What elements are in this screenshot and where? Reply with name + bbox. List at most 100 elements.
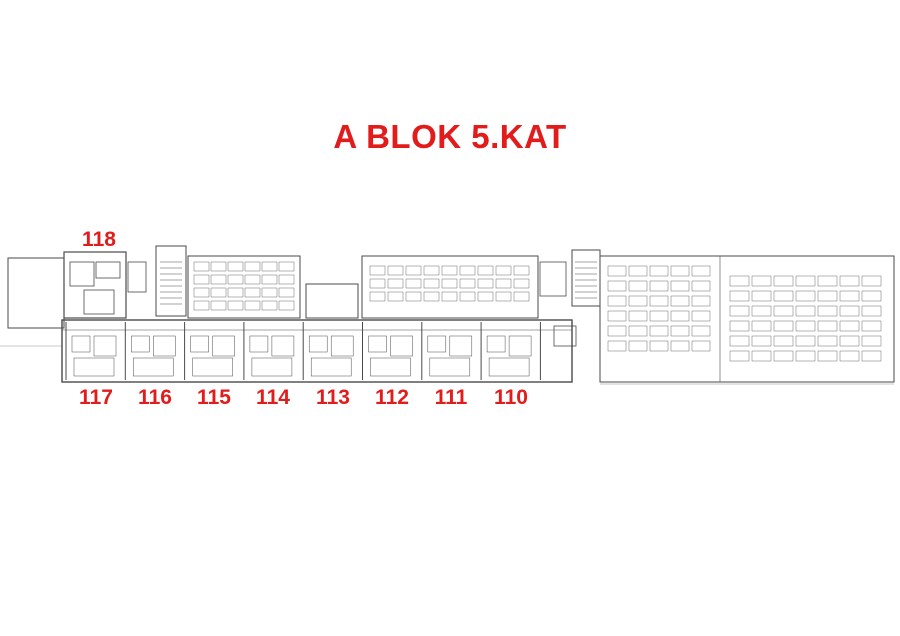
- solar-panel: [649, 295, 669, 307]
- solar-panel: [773, 290, 794, 302]
- unit-label-111[interactable]: 111: [434, 386, 468, 409]
- unit-label-117[interactable]: 117: [79, 386, 113, 409]
- apartment-room: [190, 335, 209, 353]
- solar-panel: [751, 335, 772, 347]
- unit-label-118[interactable]: 118: [82, 228, 116, 251]
- solar-panel: [423, 278, 440, 289]
- solar-panel: [405, 291, 422, 302]
- solar-panel: [193, 274, 210, 285]
- solar-panel: [839, 290, 860, 302]
- roof-area: [599, 255, 895, 383]
- solar-panel: [628, 265, 648, 277]
- solar-panel: [628, 340, 648, 352]
- apartment-balcony: [370, 357, 411, 377]
- apartment-room: [330, 335, 354, 357]
- unit-label-114[interactable]: 114: [256, 386, 290, 409]
- service-room: [553, 325, 577, 347]
- solar-panel: [210, 274, 227, 285]
- solar-panel: [817, 320, 838, 332]
- solar-panel: [441, 265, 458, 276]
- apartment-room: [131, 335, 150, 353]
- solar-panel: [387, 265, 404, 276]
- solar-panel: [751, 290, 772, 302]
- stair-core: [571, 249, 601, 307]
- service-room: [539, 261, 567, 297]
- solar-panel: [495, 278, 512, 289]
- solar-panel: [607, 265, 627, 277]
- solar-panel: [861, 335, 882, 347]
- solar-panel: [210, 261, 227, 272]
- apartment-balcony: [192, 357, 233, 377]
- solar-panel: [773, 320, 794, 332]
- unit-label-112[interactable]: 112: [375, 386, 409, 409]
- solar-panel: [649, 340, 669, 352]
- roof-terrace: [361, 255, 539, 319]
- solar-panel: [459, 265, 476, 276]
- solar-panel: [729, 305, 750, 317]
- apartments-strip: [61, 319, 573, 383]
- solar-panel: [817, 275, 838, 287]
- solar-panel: [795, 275, 816, 287]
- solar-panel: [495, 291, 512, 302]
- solar-panel: [839, 320, 860, 332]
- solar-panel: [477, 291, 494, 302]
- unit-label-110[interactable]: 110: [494, 386, 528, 409]
- solar-panel: [861, 305, 882, 317]
- solar-panel: [193, 287, 210, 298]
- apartment-balcony: [251, 357, 293, 377]
- roof-terrace: [187, 255, 301, 319]
- unit-118-room: [69, 261, 95, 287]
- solar-panel: [773, 335, 794, 347]
- solar-panel: [729, 275, 750, 287]
- solar-panel: [773, 350, 794, 362]
- solar-panel: [649, 310, 669, 322]
- solar-panel: [261, 287, 278, 298]
- apartment-room: [153, 335, 176, 357]
- solar-panel: [477, 278, 494, 289]
- solar-panel: [513, 291, 530, 302]
- solar-panel: [387, 291, 404, 302]
- solar-panel: [839, 350, 860, 362]
- solar-panel: [628, 295, 648, 307]
- solar-panel: [227, 287, 244, 298]
- apartment-balcony: [73, 357, 115, 377]
- apartment-room: [249, 335, 269, 353]
- solar-panel: [477, 265, 494, 276]
- service-room: [127, 261, 147, 293]
- solar-panel: [227, 300, 244, 311]
- solar-panel: [649, 325, 669, 337]
- solar-panel: [670, 340, 690, 352]
- apartment-room: [271, 335, 295, 357]
- apartment-room: [212, 335, 235, 357]
- solar-panel: [513, 278, 530, 289]
- solar-panel: [607, 280, 627, 292]
- unit-label-113[interactable]: 113: [316, 386, 350, 409]
- unit-label-115[interactable]: 115: [197, 386, 231, 409]
- solar-panel: [839, 305, 860, 317]
- solar-panel: [261, 261, 278, 272]
- solar-panel: [691, 265, 711, 277]
- solar-panel: [278, 287, 295, 298]
- solar-panel: [670, 310, 690, 322]
- solar-panel: [607, 310, 627, 322]
- solar-panel: [751, 305, 772, 317]
- solar-panel: [210, 300, 227, 311]
- solar-panel: [861, 320, 882, 332]
- solar-panel: [795, 335, 816, 347]
- stair-core: [155, 245, 187, 317]
- center-stair: [305, 283, 359, 319]
- solar-panel: [670, 280, 690, 292]
- unit-label-116[interactable]: 116: [138, 386, 172, 409]
- apartment-room: [368, 335, 387, 353]
- solar-panel: [628, 325, 648, 337]
- solar-panel: [607, 325, 627, 337]
- solar-panel: [751, 320, 772, 332]
- apartment-room: [449, 335, 473, 357]
- apartment-room: [427, 335, 447, 353]
- solar-panel: [459, 278, 476, 289]
- apartment-room: [93, 335, 117, 357]
- solar-panel: [729, 290, 750, 302]
- solar-panel: [244, 287, 261, 298]
- solar-panel: [441, 278, 458, 289]
- solar-panel: [495, 265, 512, 276]
